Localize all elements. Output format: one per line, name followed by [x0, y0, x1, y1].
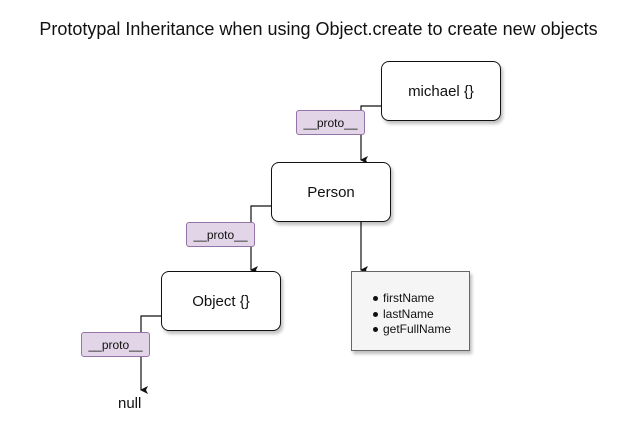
diagram-title: Prototypal Inheritance when using Object… [39, 19, 598, 39]
proto-label-object: __proto__ [81, 332, 150, 357]
proto-label-michael: __proto__ [296, 110, 365, 135]
node-michael: michael {} [381, 61, 501, 121]
edge-object-to-null [140, 315, 161, 394]
node-michael-label: michael {} [408, 82, 474, 100]
null-label: null [118, 395, 142, 412]
edge-michael-to-person [360, 105, 381, 164]
node-object: Object {} [161, 271, 281, 331]
property-item: getFullName [372, 322, 452, 336]
node-person-label: Person [307, 183, 355, 201]
property-item: firstName [372, 291, 451, 307]
node-object-label: Object {} [192, 292, 250, 310]
property-item: lastName [372, 307, 451, 323]
node-person: Person [271, 162, 391, 222]
person-properties-list: firstName lastName getFullName [372, 291, 452, 338]
person-properties-box: firstName lastName getFullName [351, 271, 470, 351]
edge-person-to-object [250, 205, 271, 274]
proto-label-person: __proto__ [186, 222, 255, 247]
